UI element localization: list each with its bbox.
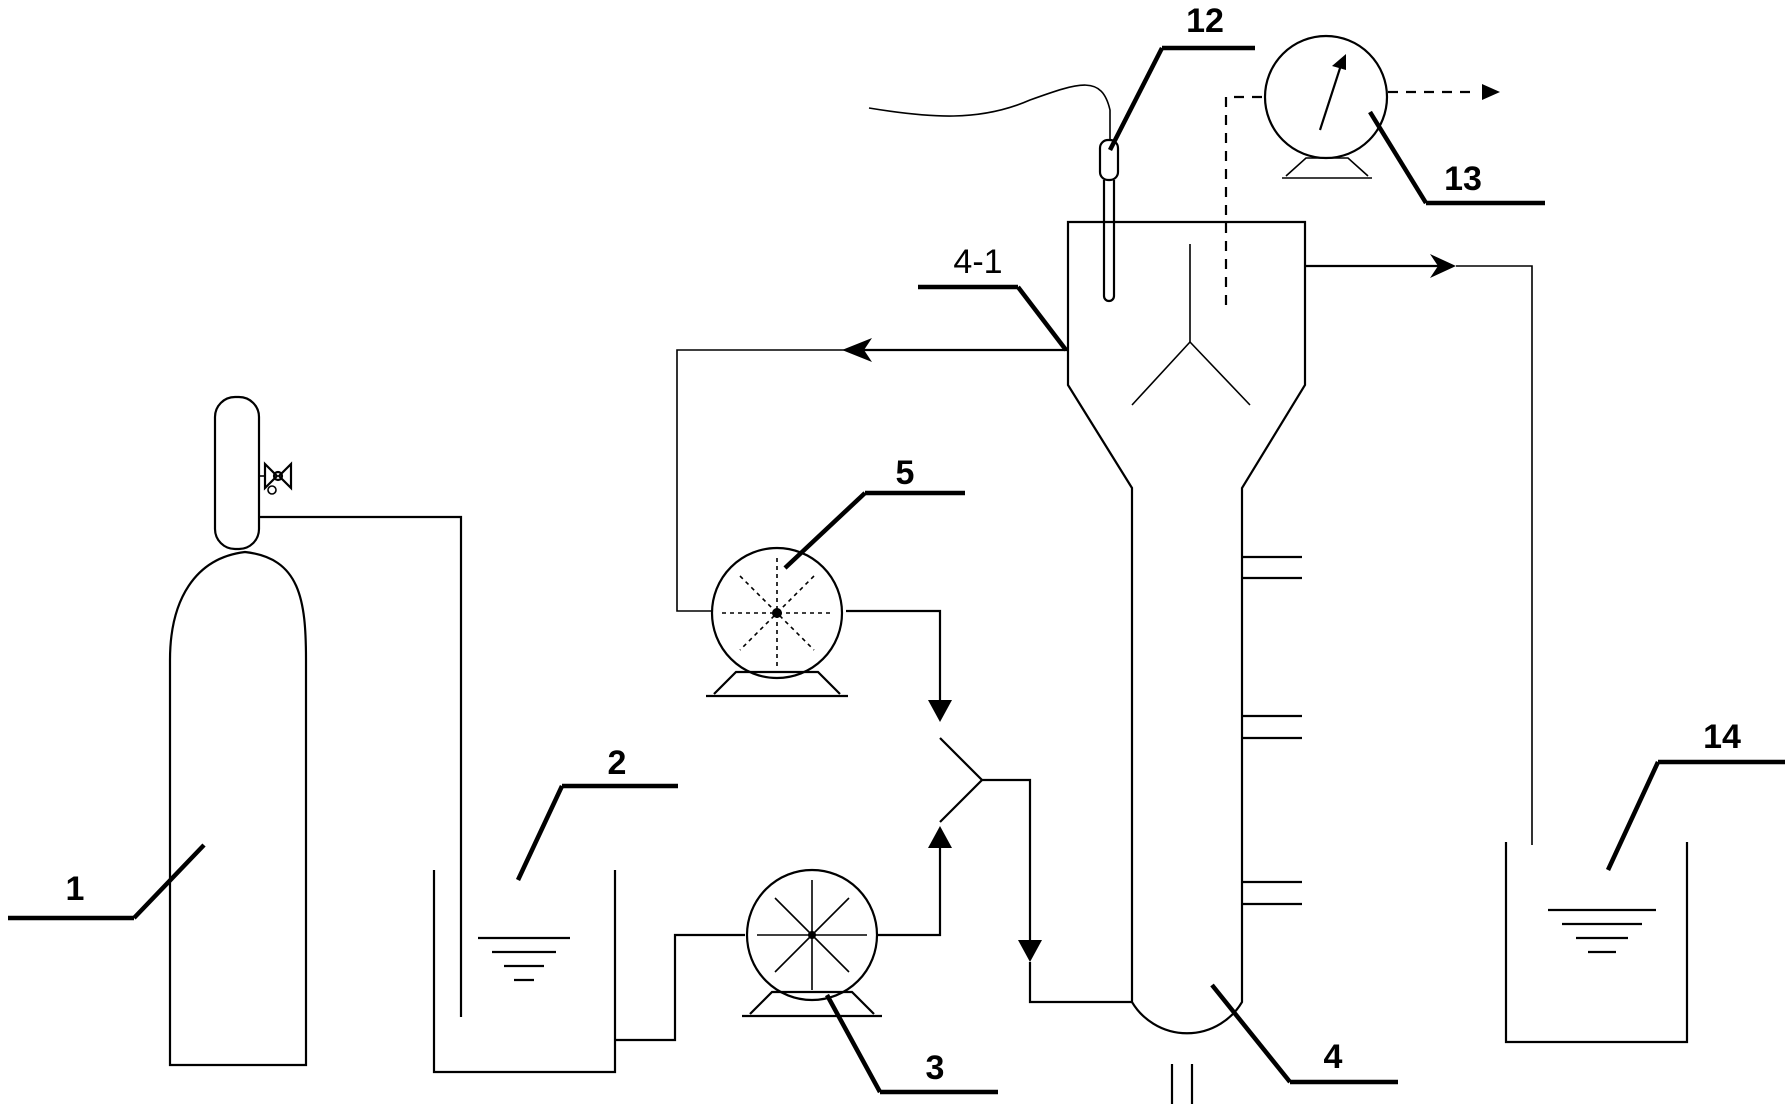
biogas-line xyxy=(1224,95,1266,305)
label-4: 4 xyxy=(1324,1038,1343,1076)
gas-supply-line xyxy=(260,515,463,1017)
gas-flow-meter: 13 xyxy=(1263,34,1545,206)
label-13: 13 xyxy=(1444,160,1482,198)
feed-tank: 2 xyxy=(432,744,678,1074)
recirculation-pump: 5 xyxy=(706,454,965,698)
label-2: 2 xyxy=(608,744,627,782)
label-5: 5 xyxy=(896,454,915,492)
label-1: 1 xyxy=(66,870,85,908)
feed-pump: 3 xyxy=(742,868,998,1095)
arrow-right-icon xyxy=(1430,254,1456,278)
reactor-inlet-line xyxy=(1028,962,1132,1004)
label-12: 12 xyxy=(1186,2,1224,40)
recirc-line xyxy=(676,349,850,612)
arrow-up-icon xyxy=(928,826,952,848)
feed-line xyxy=(615,933,745,1042)
arrow-down-icon xyxy=(928,700,952,722)
label-14: 14 xyxy=(1703,718,1741,756)
regulator-valve-icon xyxy=(259,461,293,495)
mixed-feed-line xyxy=(982,778,1032,945)
arrow-right-icon xyxy=(1482,84,1500,100)
gas-cylinder: 1 xyxy=(8,395,308,1067)
recirc-return-line xyxy=(846,609,942,700)
label-3: 3 xyxy=(926,1049,945,1087)
label-4-1: 4-1 xyxy=(953,243,1002,281)
effluent-tank: 14 xyxy=(1504,718,1785,1044)
temperature-probe: 12 xyxy=(868,2,1255,303)
mixing-junction xyxy=(939,737,984,823)
reactor-column: 4 4-1 xyxy=(918,220,1398,1104)
effluent-drop-line xyxy=(1456,265,1533,845)
cylinder-valve-body xyxy=(213,395,261,551)
pump3-outlet-line xyxy=(878,842,942,937)
arrow-down-icon xyxy=(1018,940,1042,962)
arrow-left-icon xyxy=(842,338,872,362)
